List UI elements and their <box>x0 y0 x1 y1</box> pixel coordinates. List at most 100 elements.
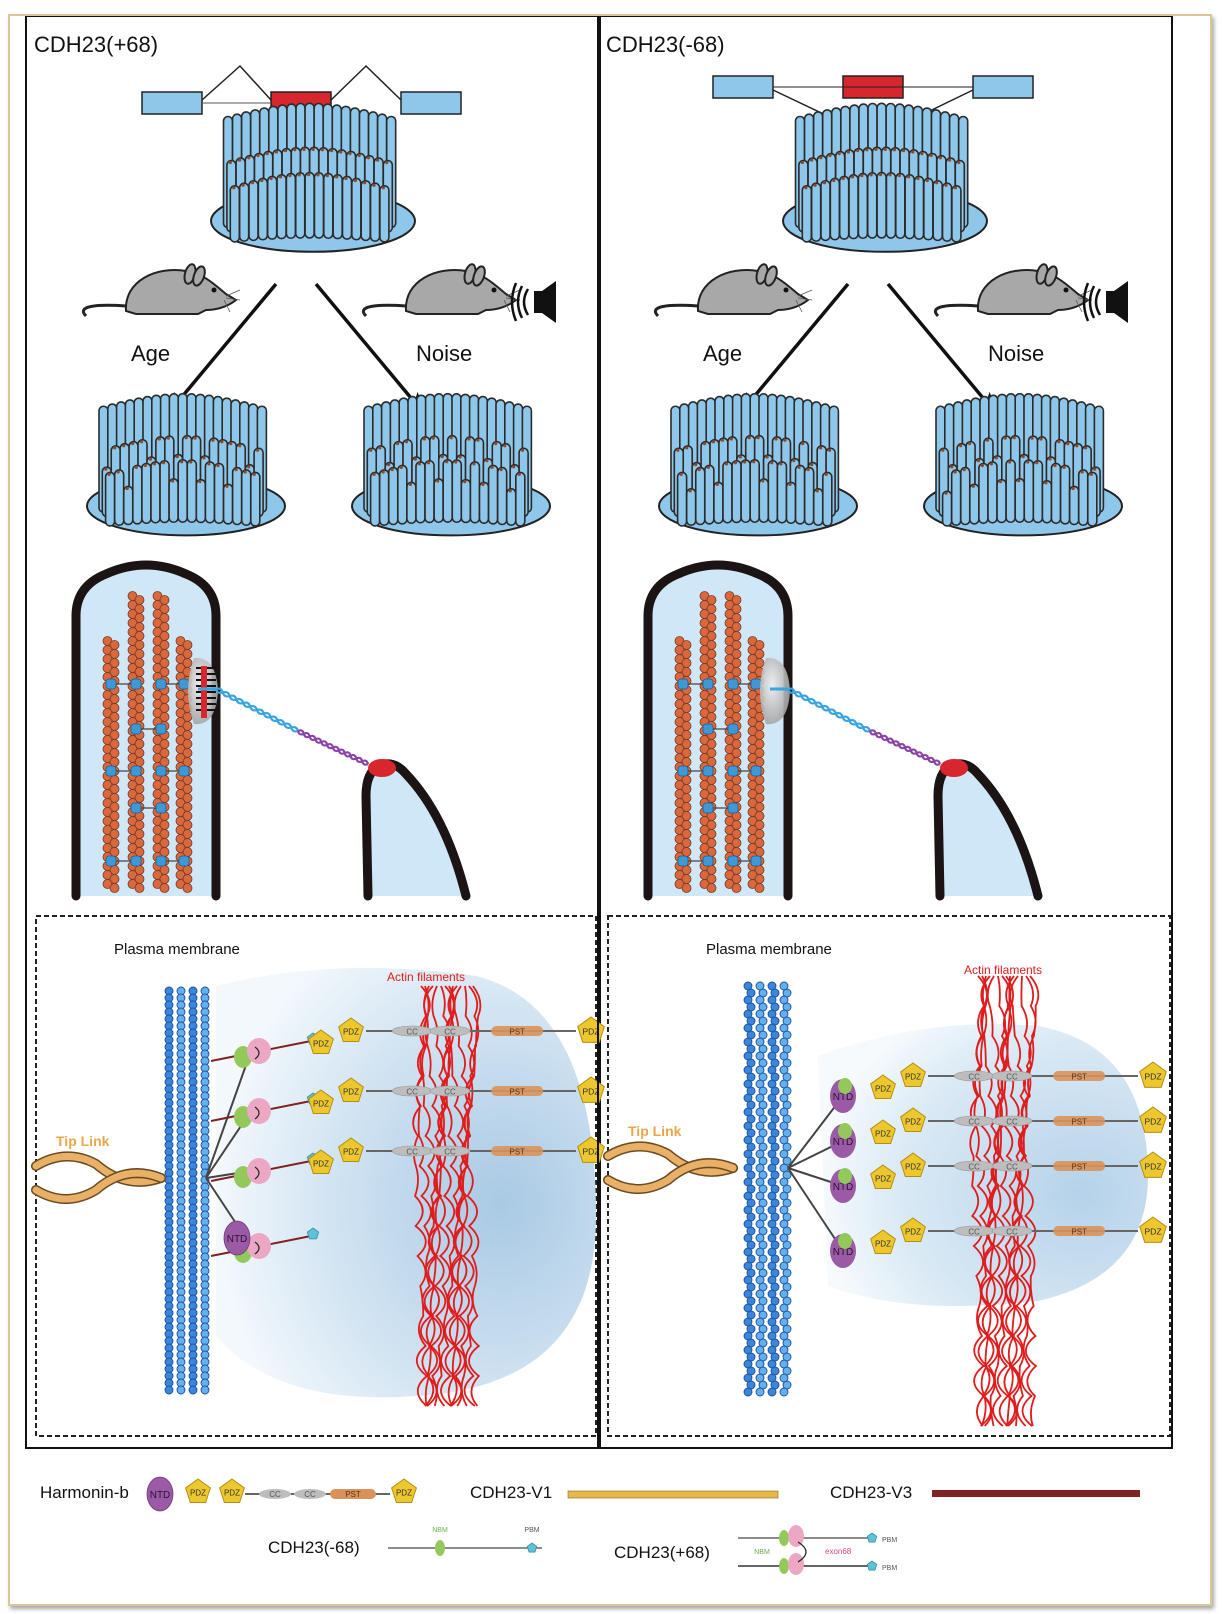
met-channel <box>368 759 396 777</box>
pcdh15-helix <box>296 729 370 766</box>
tip-link-dot <box>436 479 440 483</box>
pdz-domain: PDZ <box>308 1029 334 1055</box>
short-stereocilium <box>933 759 1043 901</box>
cdh23-v1-bar <box>567 1490 779 1499</box>
tip-link-dot <box>907 175 911 179</box>
crosslinker-node <box>677 855 689 867</box>
crosslinker-node <box>105 765 117 777</box>
stereocilium <box>514 471 526 527</box>
stereocilium <box>866 172 878 239</box>
tip-link-dot <box>445 460 449 464</box>
stereocilium <box>941 490 953 527</box>
actin-filament <box>699 591 717 893</box>
tip-link-dot <box>832 178 836 183</box>
tip-link-dot <box>107 472 111 476</box>
ntd-shape <box>146 1476 174 1512</box>
tip-link-dot <box>797 465 801 469</box>
stereocilium <box>487 464 499 525</box>
pdz-label: PDZ <box>1144 1072 1162 1082</box>
actin-monomer <box>134 883 145 893</box>
actin-monomer <box>754 883 765 893</box>
stereocilium <box>1068 485 1080 526</box>
tip-link-dot <box>819 156 823 160</box>
stereocilium <box>959 466 971 526</box>
stereocilium <box>987 461 998 524</box>
tip-link-dot <box>385 160 389 165</box>
nbm-label: NBM <box>432 1527 448 1534</box>
pdz-shape <box>870 1074 896 1100</box>
tip-link-dot <box>747 436 751 440</box>
age-label: Age <box>131 341 170 366</box>
tip-link-dot <box>260 178 264 183</box>
stereocilium <box>1050 462 1062 525</box>
lipid-head <box>779 1387 789 1397</box>
stereocilium <box>369 182 381 242</box>
tip-link-dot <box>376 158 380 162</box>
pdz-label: PDZ <box>1144 1162 1162 1172</box>
pdz-label: PDZ <box>313 1160 329 1169</box>
lipid-head <box>755 1387 765 1397</box>
exon68-loop <box>254 1106 260 1120</box>
tip-link-dot <box>953 470 957 474</box>
exon68-domain <box>788 1553 804 1575</box>
ntd-shape <box>223 1220 251 1256</box>
stereocilium <box>229 185 241 243</box>
helix-strand <box>215 687 300 732</box>
pdz-label: PDZ <box>1144 1227 1162 1237</box>
cc-label: CC <box>406 1148 418 1157</box>
tip-link-dot <box>761 479 765 483</box>
pbm-label: PBM <box>882 1565 897 1572</box>
stereocilium <box>801 185 813 243</box>
tip-link-dot <box>874 147 878 151</box>
tip-link-dot <box>1093 467 1097 471</box>
crosslinker-node <box>702 765 714 777</box>
pst-domain: PST <box>1053 1161 1106 1172</box>
tip-link-dot <box>220 440 224 444</box>
pbm-motif <box>306 1227 320 1240</box>
tip-link-dot <box>944 491 948 495</box>
cdh23-cytoplasmic-tail <box>205 1050 252 1179</box>
plasma-membrane <box>743 981 792 1397</box>
tip-link-dot <box>344 176 348 181</box>
stereocilium <box>104 471 116 527</box>
pdz-domain: PDZ <box>338 1017 364 1043</box>
stereocilium-tip-view <box>643 560 1043 901</box>
tip-link-dot <box>804 186 808 190</box>
stereocilium <box>941 182 953 242</box>
actin-monomer <box>706 883 717 893</box>
tip-link-dot <box>706 465 710 469</box>
cc-label: CC <box>304 1490 316 1499</box>
tip-link-dot <box>788 482 792 486</box>
tip-link-dot <box>229 442 233 446</box>
pbm-motif <box>526 1542 538 1553</box>
stereocilium <box>913 175 925 240</box>
stereocilia-bundle-noise <box>923 392 1123 537</box>
tip-link-dot <box>792 459 796 463</box>
stereocilium <box>785 481 797 525</box>
tip-link-dot <box>353 178 357 183</box>
cdh23-v3-bar <box>932 1490 1140 1497</box>
cc-label: CC <box>1006 1118 1018 1127</box>
tip-link-dot <box>1048 457 1052 461</box>
mouse-ear <box>1044 265 1058 287</box>
cc-domain: CC <box>429 1025 471 1037</box>
cc-domain: CC <box>953 1070 995 1082</box>
tip-link-dot <box>980 463 984 468</box>
pst-shape <box>491 1146 544 1156</box>
tip-link-dot <box>104 467 108 471</box>
exon-67 <box>141 91 203 115</box>
tip-link-dot <box>284 149 288 153</box>
actin-strand <box>463 985 482 1407</box>
tip-link-dot <box>372 183 376 187</box>
cc-shape <box>991 1160 1033 1172</box>
lipid-head <box>200 1385 210 1395</box>
crosslinker-node <box>155 802 167 814</box>
stereocilium <box>406 481 417 525</box>
stereocilium <box>713 481 724 525</box>
tip-link-dot <box>302 147 306 151</box>
actin-monomer <box>159 883 170 893</box>
mouse-ear <box>472 265 486 287</box>
